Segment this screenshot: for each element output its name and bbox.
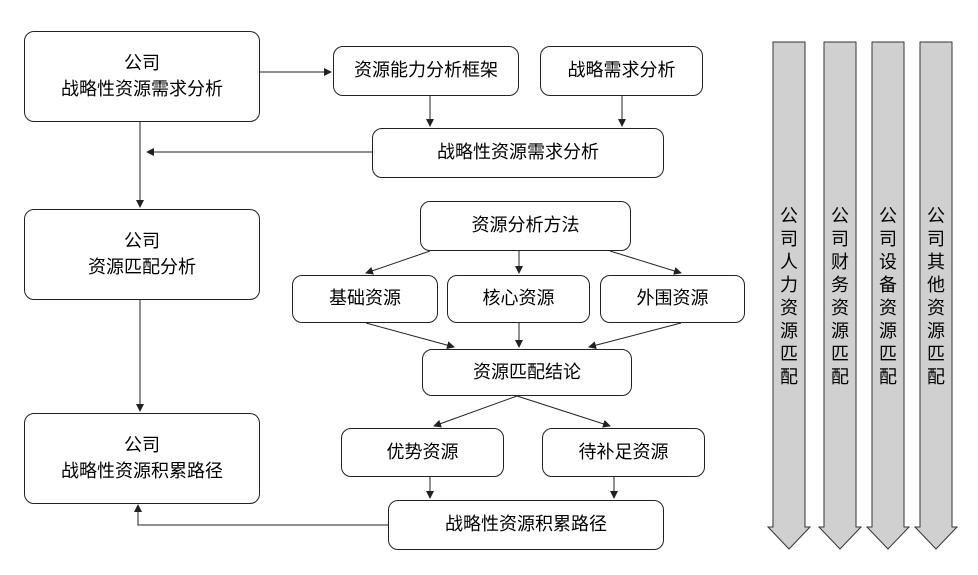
peripheral-box: 外围资源 <box>600 275 745 323</box>
method-label: 资源分析方法 <box>471 215 580 236</box>
column-char: 资 <box>927 298 945 319</box>
basic-label: 基础资源 <box>329 288 401 309</box>
arrow-method-to-peripheral <box>609 250 682 275</box>
column-char: 资 <box>879 298 897 319</box>
column-char: 匹 <box>879 344 897 365</box>
column-char: 备 <box>879 275 897 296</box>
basic-box: 基础资源 <box>292 275 438 323</box>
left-match-line2: 资源匹配分析 <box>88 256 196 278</box>
arrow-method-to-basic <box>365 250 431 275</box>
column-arrow-shape-2 <box>817 41 863 550</box>
conclusion-box: 资源匹配结论 <box>422 349 632 396</box>
strategic-demand-label: 战略需求分析 <box>567 60 676 81</box>
column-char: 公 <box>927 206 945 227</box>
path-box: 战略性资源积累路径 <box>388 500 664 550</box>
left-path-line1: 公司 <box>124 434 160 456</box>
column-char: 资 <box>780 298 798 319</box>
column-char: 司 <box>780 229 798 250</box>
column-char: 其 <box>927 252 945 273</box>
strategic-demand-box: 战略需求分析 <box>540 46 703 96</box>
left-demand-line1: 公司 <box>124 52 160 74</box>
column-char: 配 <box>879 367 897 388</box>
column-char: 他 <box>927 275 945 296</box>
conclusion-label: 资源匹配结论 <box>473 361 581 383</box>
arrow-basic-to-conclusion <box>365 322 455 350</box>
column-label-hr: 公司人力资源匹配 <box>774 205 804 389</box>
arrow-peripheral-to-conclusion <box>588 322 682 350</box>
core-label: 核心资源 <box>482 288 555 309</box>
column-char: 公 <box>879 206 897 227</box>
arrow-conclusion-to-supplement <box>516 395 611 428</box>
column-char: 公 <box>831 206 849 227</box>
column-label-other: 公司其他资源匹配 <box>921 205 951 389</box>
column-char: 匹 <box>927 344 945 365</box>
advantage-box: 优势资源 <box>341 428 504 477</box>
resource-demand-label: 战略性资源需求分析 <box>437 142 599 163</box>
column-char: 配 <box>780 367 798 388</box>
column-arrow-shape-4 <box>913 41 959 550</box>
column-char: 源 <box>831 321 849 342</box>
left-demand-box: 公司 战略性资源需求分析 <box>24 31 260 122</box>
left-path-box: 公司 战略性资源积累路径 <box>24 413 260 504</box>
arrow-path-back-left <box>134 504 388 526</box>
arrow-conclusion-to-advantage <box>433 395 518 428</box>
method-box: 资源分析方法 <box>420 201 631 251</box>
peripheral-label: 外围资源 <box>636 288 709 309</box>
column-char: 源 <box>879 321 897 342</box>
framework-box: 资源能力分析框架 <box>333 46 519 96</box>
column-char: 公 <box>780 206 798 227</box>
left-match-line1: 公司 <box>124 230 160 252</box>
supplement-label: 待补足资源 <box>578 441 669 463</box>
column-char: 司 <box>927 229 945 250</box>
resource-demand-box: 战略性资源需求分析 <box>372 128 664 178</box>
supplement-box: 待补足资源 <box>542 428 705 477</box>
framework-label: 资源能力分析框架 <box>354 60 498 81</box>
column-arrow-shape-3 <box>865 41 911 550</box>
column-char: 财 <box>831 252 849 273</box>
column-char: 人 <box>780 252 798 273</box>
left-match-box: 公司 资源匹配分析 <box>24 209 260 300</box>
column-char: 配 <box>927 367 945 388</box>
column-char: 源 <box>927 321 945 342</box>
column-char: 配 <box>831 367 849 388</box>
column-char: 设 <box>879 252 897 273</box>
advantage-label: 优势资源 <box>386 441 459 463</box>
column-label-equipment: 公司设备资源匹配 <box>873 205 903 389</box>
column-char: 源 <box>780 321 798 342</box>
left-demand-line2: 战略性资源需求分析 <box>61 78 223 100</box>
column-char: 司 <box>831 229 849 250</box>
column-char: 务 <box>831 275 849 296</box>
column-char: 力 <box>780 275 798 296</box>
column-char: 匹 <box>780 344 798 365</box>
left-path-line2: 战略性资源积累路径 <box>61 460 223 482</box>
column-label-finance: 公司财务资源匹配 <box>825 205 855 389</box>
column-arrow-shape-1 <box>766 41 812 550</box>
column-char: 司 <box>879 229 897 250</box>
column-char: 资 <box>831 298 849 319</box>
column-char: 匹 <box>831 344 849 365</box>
core-box: 核心资源 <box>447 275 590 323</box>
path-label: 战略性资源积累路径 <box>445 514 607 535</box>
